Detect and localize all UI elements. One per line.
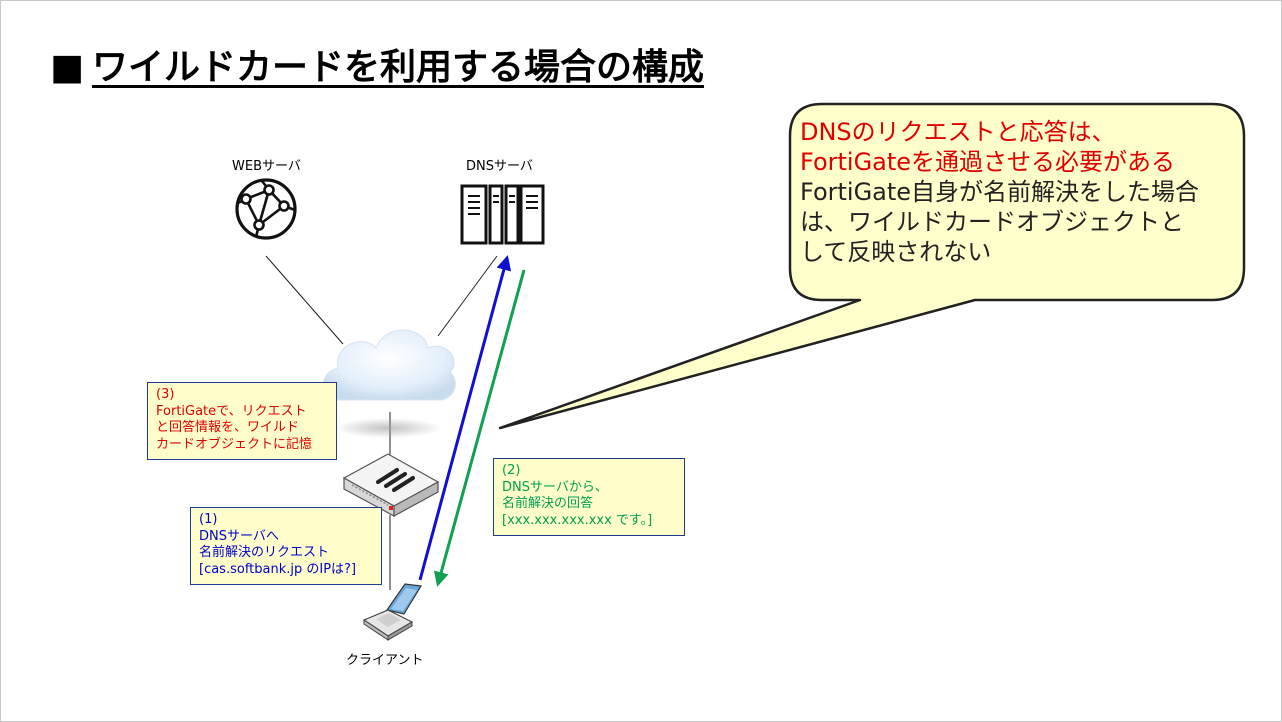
internet-cloud-icon (322, 329, 456, 438)
client-label: クライアント (346, 653, 424, 668)
callout-bubble (498, 102, 1246, 430)
step-3-note: (3) FortiGateで、リクエスト と回答情報を、ワイルド カードオブジェ… (147, 382, 337, 460)
request-arrow (418, 255, 512, 581)
step-2-number: (2) (502, 463, 521, 478)
step-1-number: (1) (199, 512, 218, 527)
step-1-line-3: 名前解決のリクエスト (199, 545, 330, 560)
step-3-line-4: カードオブジェクトに記憶 (156, 436, 313, 452)
callout-line-1: DNSのリクエストと応答は、 (800, 118, 1116, 146)
step-3-number: (3) (156, 387, 175, 402)
step-2-line-2: DNSサーバから、 (502, 479, 608, 495)
step-2-note: (2) DNSサーバから、 名前解決の回答 [xxx.xxx.xxx.xxx で… (493, 458, 685, 536)
step-2-line-4: [xxx.xxx.xxx.xxx です。] (502, 512, 653, 528)
step-2-line-3: 名前解決の回答 (502, 496, 594, 511)
web-server-label: WEBサーバ (232, 159, 301, 174)
step-1-note: (1) DNSサーバへ 名前解決のリクエスト [cas.softbank.jp … (190, 507, 382, 585)
step-1-line-4: [cas.softbank.jp のIPは?] (199, 561, 357, 577)
web-server-globe-icon (235, 178, 297, 240)
dns-server-label: DNSサーバ (466, 159, 533, 174)
callout-text: DNSのリクエストと応答は、 FortiGateを通過させる必要がある Fort… (800, 117, 1234, 267)
response-arrow (433, 269, 526, 587)
step-1-line-2: DNSサーバへ (199, 528, 279, 544)
client-laptop-icon (362, 583, 422, 641)
fortigate-appliance-icon (342, 453, 440, 518)
title-square-icon: ■ (50, 47, 85, 88)
page-title: ■ワイルドカードを利用する場合の構成 (50, 38, 704, 90)
dns-server-rack-icon (460, 184, 545, 245)
step-3-line-3: と回答情報を、ワイルド (156, 420, 300, 435)
step-3-line-2: FortiGateで、リクエスト (156, 403, 307, 419)
callout-line-2: FortiGateを通過させる必要がある (800, 148, 1176, 176)
callout-line-3: FortiGate自身が名前解決をした場合 (800, 178, 1200, 206)
callout-line-4: は、ワイルドカードオブジェクトと (800, 208, 1184, 236)
callout-line-5: して反映されない (800, 238, 992, 266)
title-text: ワイルドカードを利用する場合の構成 (92, 47, 705, 88)
